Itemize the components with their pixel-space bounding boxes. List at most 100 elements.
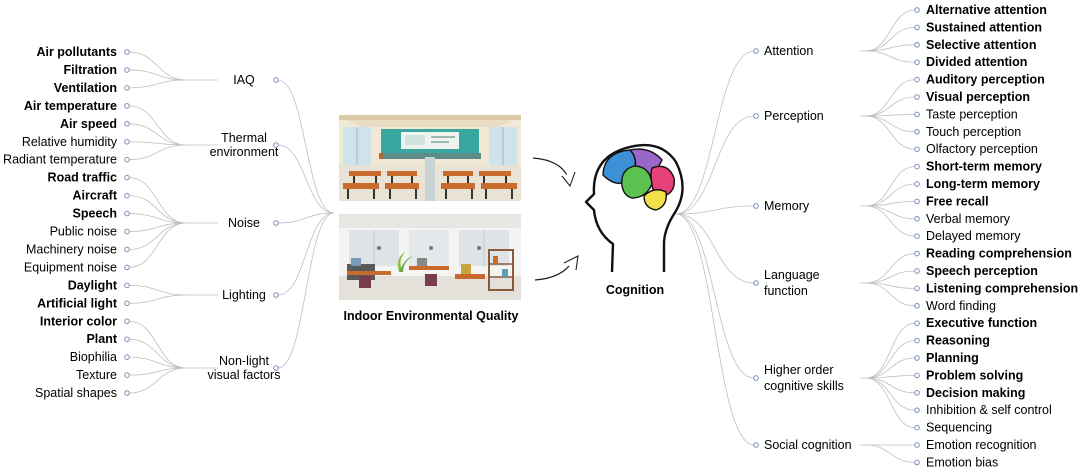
factor-to-category-line: [128, 356, 187, 369]
skill-executive-function: Executive function: [926, 316, 1037, 330]
curved-arrow-icon: [534, 255, 579, 281]
domain-to-skill-line: [865, 322, 916, 379]
skill-selective-attention: Selective attention: [926, 38, 1036, 52]
factor-radiant-temperature: Radiant temperature: [3, 153, 117, 167]
factor-node-dot: [124, 390, 130, 396]
factor-road-traffic: Road traffic: [48, 171, 118, 185]
factor-relative-humidity: Relative humidity: [22, 135, 118, 149]
skill-node-dot: [914, 233, 920, 239]
skill-reasoning: Reasoning: [926, 334, 990, 348]
skill-alternative-attention: Alternative attention: [926, 3, 1047, 17]
skill-node-dot: [914, 111, 920, 118]
domain-to-skill-line: [865, 183, 916, 207]
skill-node-dot: [914, 424, 920, 431]
skill-node-dot: [914, 7, 920, 13]
domain-memory: Memory: [764, 199, 810, 213]
factor-node-dot: [124, 156, 130, 163]
skill-taste-perception: Taste perception: [926, 107, 1018, 121]
skill-node-dot: [914, 407, 920, 413]
skill-node-dot: [914, 76, 920, 83]
skill-visual-perception: Visual perception: [926, 90, 1030, 104]
domain-to-skill-line: [865, 96, 916, 117]
skill-reading-comprehension: Reading comprehension: [926, 247, 1072, 261]
skill-emotion-recognition: Emotion recognition: [926, 438, 1037, 452]
factor-node-dot: [124, 121, 130, 127]
factor-to-category-line: [128, 105, 187, 146]
domain-to-skill-line: [865, 205, 916, 220]
skill-node-dot: [914, 181, 920, 187]
factor-node-dot: [124, 264, 130, 271]
hub-to-domain-line: [675, 213, 755, 379]
skill-verbal-memory: Verbal memory: [926, 212, 1011, 226]
factor-node-dot: [124, 49, 130, 55]
category-noise: Noise: [228, 216, 260, 230]
category-to-hub-line: [277, 144, 335, 214]
factor-air-speed: Air speed: [60, 117, 117, 131]
skill-sustained-attention: Sustained attention: [926, 20, 1042, 34]
factor-air-temperature: Air temperature: [24, 99, 117, 113]
factor-to-category-line: [128, 195, 187, 224]
skill-node-dot: [914, 459, 920, 466]
category-thermal-environment-line2: environment: [210, 145, 279, 159]
category-node-dot: [273, 142, 279, 148]
domain-to-skill-line: [865, 282, 916, 307]
skill-node-dot: [914, 268, 920, 274]
skill-touch-perception: Touch perception: [926, 125, 1021, 139]
skill-divided-attention: Divided attention: [926, 55, 1027, 69]
category-non-light-visual-factors-line2: visual factors: [208, 368, 281, 382]
factor-node-dot: [124, 85, 130, 91]
factor-node-dot: [124, 138, 130, 145]
factor-to-category-line: [128, 144, 187, 161]
factor-daylight: Daylight: [68, 278, 118, 292]
skill-node-dot: [914, 250, 920, 257]
factor-to-category-line: [128, 123, 187, 146]
domain-to-skill-line: [865, 340, 916, 379]
domain-to-skill-line: [865, 9, 916, 52]
skill-node-dot: [914, 94, 920, 100]
hub-to-domain-line: [675, 115, 755, 215]
curved-arrow-icon: [532, 157, 576, 188]
domain-node-dot: [753, 375, 759, 381]
skill-auditory-perception: Auditory perception: [926, 73, 1045, 87]
factor-biophilia: Biophilia: [70, 350, 117, 364]
skill-node-dot: [914, 42, 920, 48]
category-to-hub-line: [277, 212, 335, 224]
hub-to-domain-line: [675, 213, 755, 446]
hub-to-domain-line: [675, 50, 755, 215]
skill-node-dot: [914, 390, 920, 396]
factor-speech: Speech: [73, 207, 117, 221]
domain-to-skill-line: [865, 253, 916, 284]
category-node-dot: [273, 77, 279, 83]
factor-to-category-line: [128, 222, 187, 250]
factor-to-category-line: [128, 294, 187, 304]
skill-word-finding: Word finding: [926, 299, 996, 313]
factor-node-dot: [124, 103, 130, 109]
skill-node-dot: [914, 320, 920, 326]
domain-to-skill-line: [865, 357, 916, 379]
skill-node-dot: [914, 303, 920, 309]
factor-node-dot: [124, 174, 130, 181]
skill-node-dot: [914, 285, 920, 292]
factor-ventilation: Ventilation: [54, 81, 117, 95]
domain-to-skill-line: [865, 270, 916, 284]
domain-higher-order-cognitive-skills-line2: cognitive skills: [764, 379, 844, 393]
skill-long-term-memory: Long-term memory: [926, 177, 1040, 191]
factor-aircraft: Aircraft: [73, 189, 118, 203]
factor-node-dot: [124, 228, 130, 235]
category-thermal-environment-line1: Thermal: [221, 131, 267, 145]
skill-node-dot: [914, 198, 920, 205]
skill-short-term-memory: Short-term memory: [926, 160, 1042, 174]
skill-speech-perception: Speech perception: [926, 264, 1038, 278]
factor-air-pollutants: Air pollutants: [36, 45, 117, 59]
domain-perception: Perception: [764, 109, 824, 123]
skill-olfactory-perception: Olfactory perception: [926, 142, 1038, 156]
skill-node-dot: [914, 216, 920, 222]
category-to-hub-line: [277, 212, 335, 369]
skill-inhibition-and-self-control: Inhibition & self control: [926, 403, 1052, 417]
factor-to-category-line: [128, 177, 187, 224]
domain-to-skill-line: [865, 27, 916, 52]
factor-to-category-line: [128, 320, 187, 369]
factor-to-category-line: [128, 51, 187, 81]
